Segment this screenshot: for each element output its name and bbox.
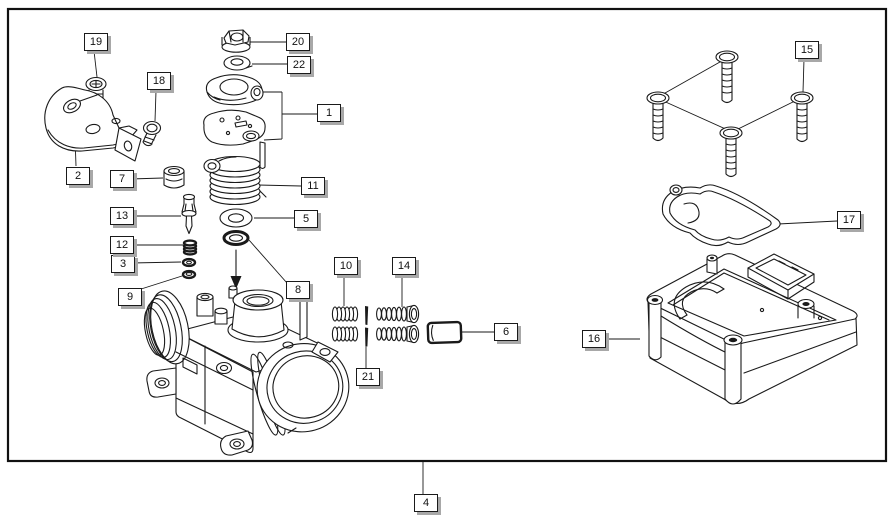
callout-6: 6 xyxy=(494,323,518,341)
part-nut-20 xyxy=(221,29,251,53)
callout-1: 1 xyxy=(317,104,341,122)
part-pins-21 xyxy=(365,306,369,347)
diagram-border xyxy=(6,7,888,463)
part-spring-11 xyxy=(203,155,267,206)
part-cover-16 xyxy=(646,253,858,405)
assembly-arrow xyxy=(230,249,242,289)
part-cap-6 xyxy=(426,320,463,345)
part-spring-12 xyxy=(182,239,198,256)
callout-8: 8 xyxy=(286,281,310,299)
callout-9: 9 xyxy=(118,288,142,306)
callout-15: 15 xyxy=(795,41,819,59)
part-sleeve-7 xyxy=(163,165,185,189)
callout-14: 14 xyxy=(392,257,416,275)
callout-2: 2 xyxy=(66,167,90,185)
part-washer-5 xyxy=(219,208,253,228)
part-washer-22 xyxy=(223,55,253,71)
part-screws-14 xyxy=(376,304,420,344)
callout-18: 18 xyxy=(147,72,171,90)
part-carburetor-body xyxy=(143,285,350,456)
part-cam-assembly-1 xyxy=(203,74,266,170)
callout-11: 11 xyxy=(301,177,325,195)
callout-19: 19 xyxy=(84,33,108,51)
callout-4: 4 xyxy=(414,494,438,512)
callout-17: 17 xyxy=(837,211,861,229)
callout-16: 16 xyxy=(582,330,606,348)
callout-20: 20 xyxy=(286,33,310,51)
callout-5: 5 xyxy=(294,210,318,228)
callout-13: 13 xyxy=(110,207,134,225)
part-needle-13 xyxy=(181,193,197,235)
part-seal-8 xyxy=(222,230,250,246)
part-bracket-2 xyxy=(44,86,142,162)
callout-21: 21 xyxy=(356,368,380,386)
part-springs-10 xyxy=(331,306,359,342)
callout-7: 7 xyxy=(110,170,134,188)
part-gasket-17 xyxy=(661,184,781,247)
leader-lines xyxy=(74,41,838,494)
part-ring-9 xyxy=(181,269,197,280)
part-oring-3 xyxy=(181,257,197,268)
callout-12: 12 xyxy=(110,236,134,254)
part-screws-15 xyxy=(646,50,814,178)
callout-3: 3 xyxy=(111,255,135,273)
part-screw-18 xyxy=(142,120,162,147)
callout-22: 22 xyxy=(287,56,311,74)
callout-10: 10 xyxy=(334,257,358,275)
